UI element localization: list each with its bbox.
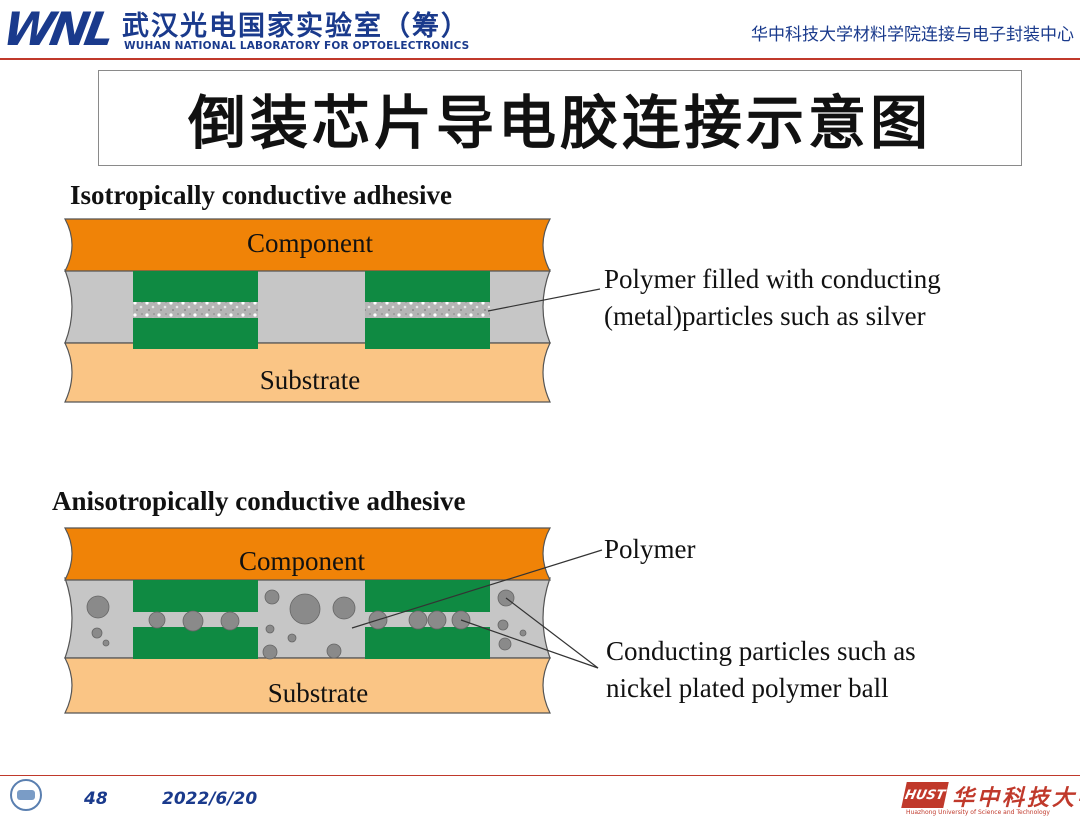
iso-substrate-label: Substrate <box>260 365 361 395</box>
particle <box>427 610 447 630</box>
particle <box>289 593 321 625</box>
slide-date: 2022/6/20 <box>162 789 258 809</box>
iso-pad-top-right <box>365 271 490 302</box>
university-name-cn: 华中科技大学 <box>952 785 1080 811</box>
iso-callout-text-line1: Polymer filled with conducting <box>604 264 941 294</box>
aniso-substrate-layer <box>64 657 551 714</box>
iso-callout-line <box>487 288 601 312</box>
iso-conductive-fill-left <box>133 302 258 318</box>
aniso-pad-bottom-right <box>365 627 490 659</box>
slide-title: 倒装芯片导电胶连接示意图 <box>187 89 932 157</box>
aniso-component-label: Component <box>239 546 365 576</box>
lab-name-cn: 武汉光电国家实验室（筹） <box>122 11 470 42</box>
iso-pad-top-left <box>133 271 258 302</box>
organization-name: 华中科技大学材料学院连接与电子封装中心 <box>751 25 1074 45</box>
particle <box>497 619 509 631</box>
particle <box>91 627 103 639</box>
aniso-pad-bottom-left <box>133 627 258 659</box>
iso-conductive-fill-right <box>365 302 490 318</box>
lab-name-en: WUHAN NATIONAL LABORATORY FOR OPTOELECTR… <box>124 40 470 52</box>
particles-label-line2: nickel plated polymer ball <box>606 673 889 703</box>
particle <box>265 624 275 634</box>
polymer-callout-line <box>351 549 603 629</box>
header-divider <box>0 58 1080 60</box>
iso-substrate-layer <box>64 342 551 403</box>
page-number: 48 <box>84 789 108 809</box>
particle <box>102 639 110 647</box>
particle <box>332 596 356 620</box>
particle <box>519 629 527 637</box>
aniso-pad-top-left <box>133 580 258 612</box>
particles-label-line1: Conducting particles such as <box>606 636 916 666</box>
particle <box>220 611 240 631</box>
title-box: 倒装芯片导电胶连接示意图 <box>98 70 1022 166</box>
hust-badge-icon: HUST <box>901 782 949 808</box>
particle <box>498 637 512 651</box>
particle <box>148 611 166 629</box>
particle <box>287 633 297 643</box>
particle <box>182 610 204 632</box>
university-logo: HUST 华中科技大学 Huazhong University of Scien… <box>901 780 1080 816</box>
particle <box>408 610 428 630</box>
iso-component-layer <box>63 218 552 272</box>
particle <box>264 589 280 605</box>
particle-callout-line-2 <box>505 597 599 669</box>
polymer-label: Polymer <box>604 534 696 564</box>
anisotropic-heading: Anisotropically conductive adhesive <box>52 486 466 516</box>
iso-callout-text-line2: (metal)particles such as silver <box>604 301 926 331</box>
particle <box>86 595 110 619</box>
aniso-pad-top-right <box>365 580 490 612</box>
footer-divider <box>0 775 1080 776</box>
iso-pad-bottom-left <box>133 318 258 349</box>
iso-component-label: Component <box>247 228 373 258</box>
particle <box>326 643 342 659</box>
university-seal-icon <box>10 779 42 811</box>
aniso-component-layer <box>63 527 552 581</box>
slide-header: WNL 武汉光电国家实验室（筹） WUHAN NATIONAL LABORATO… <box>0 0 1080 60</box>
university-name-en: Huazhong University of Science and Techn… <box>906 809 1050 816</box>
isotropic-heading: Isotropically conductive adhesive <box>70 180 452 210</box>
particle <box>262 644 278 660</box>
iso-pad-bottom-right <box>365 318 490 349</box>
particle-callout-line-1 <box>460 619 599 669</box>
aniso-substrate-label: Substrate <box>268 678 369 708</box>
